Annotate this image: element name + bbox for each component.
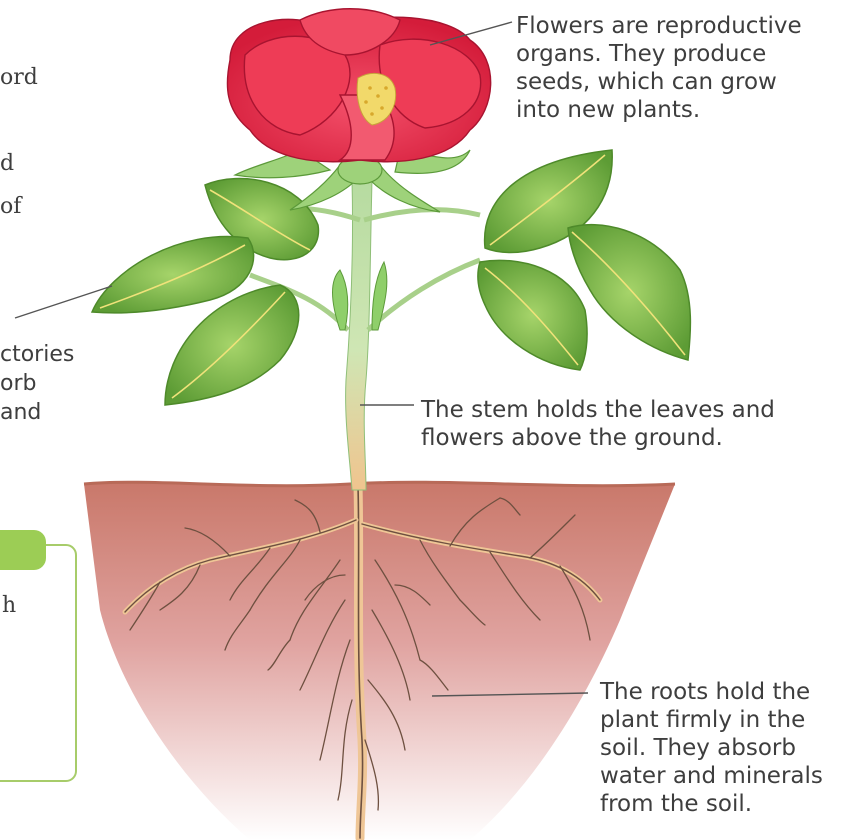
leaf-right-middle <box>478 260 587 370</box>
stem-label: The stem holds the leaves and flowers ab… <box>421 396 831 452</box>
info-box <box>0 530 76 781</box>
cropped-text-box: h <box>2 592 32 620</box>
roots-label: The roots hold the plant firmly in the s… <box>600 678 848 818</box>
flower-label: Flowers are reproductive organs. They pr… <box>516 12 836 124</box>
cropped-text-leaf: ctories orb and <box>0 340 90 427</box>
soil-section <box>84 482 675 840</box>
cropped-text-top-left: ord d of <box>0 56 50 228</box>
